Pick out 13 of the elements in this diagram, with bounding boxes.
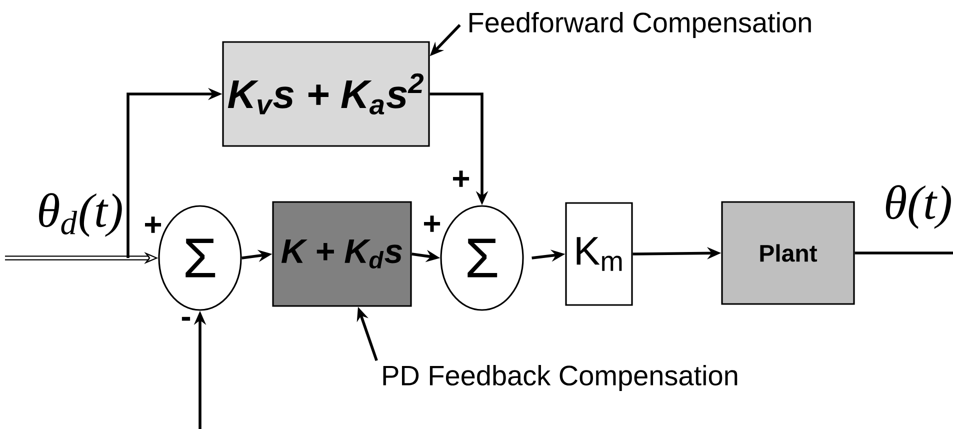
sign-label: +	[424, 216, 440, 232]
gain-block: K$_{m}$	[565, 202, 633, 306]
sign-label: +	[453, 170, 470, 187]
plant-block: Plant	[721, 201, 855, 305]
feedforward-block: K$_{v}$s + K$_{a}$s$^{2}$	[222, 41, 430, 147]
annotation-text: PD Feedback Compensation	[383, 364, 738, 392]
annotation-text: Feedforward Compensation	[470, 12, 811, 38]
sign-label: -	[182, 316, 190, 321]
signal-label: θ$_{d}$(t)	[39, 193, 122, 237]
signal-label: θ(t)	[886, 185, 951, 229]
summing-junction: Σ	[440, 205, 524, 311]
pd-block: K + K$_{d}$s	[272, 201, 412, 307]
signal-line	[854, 252, 953, 254]
